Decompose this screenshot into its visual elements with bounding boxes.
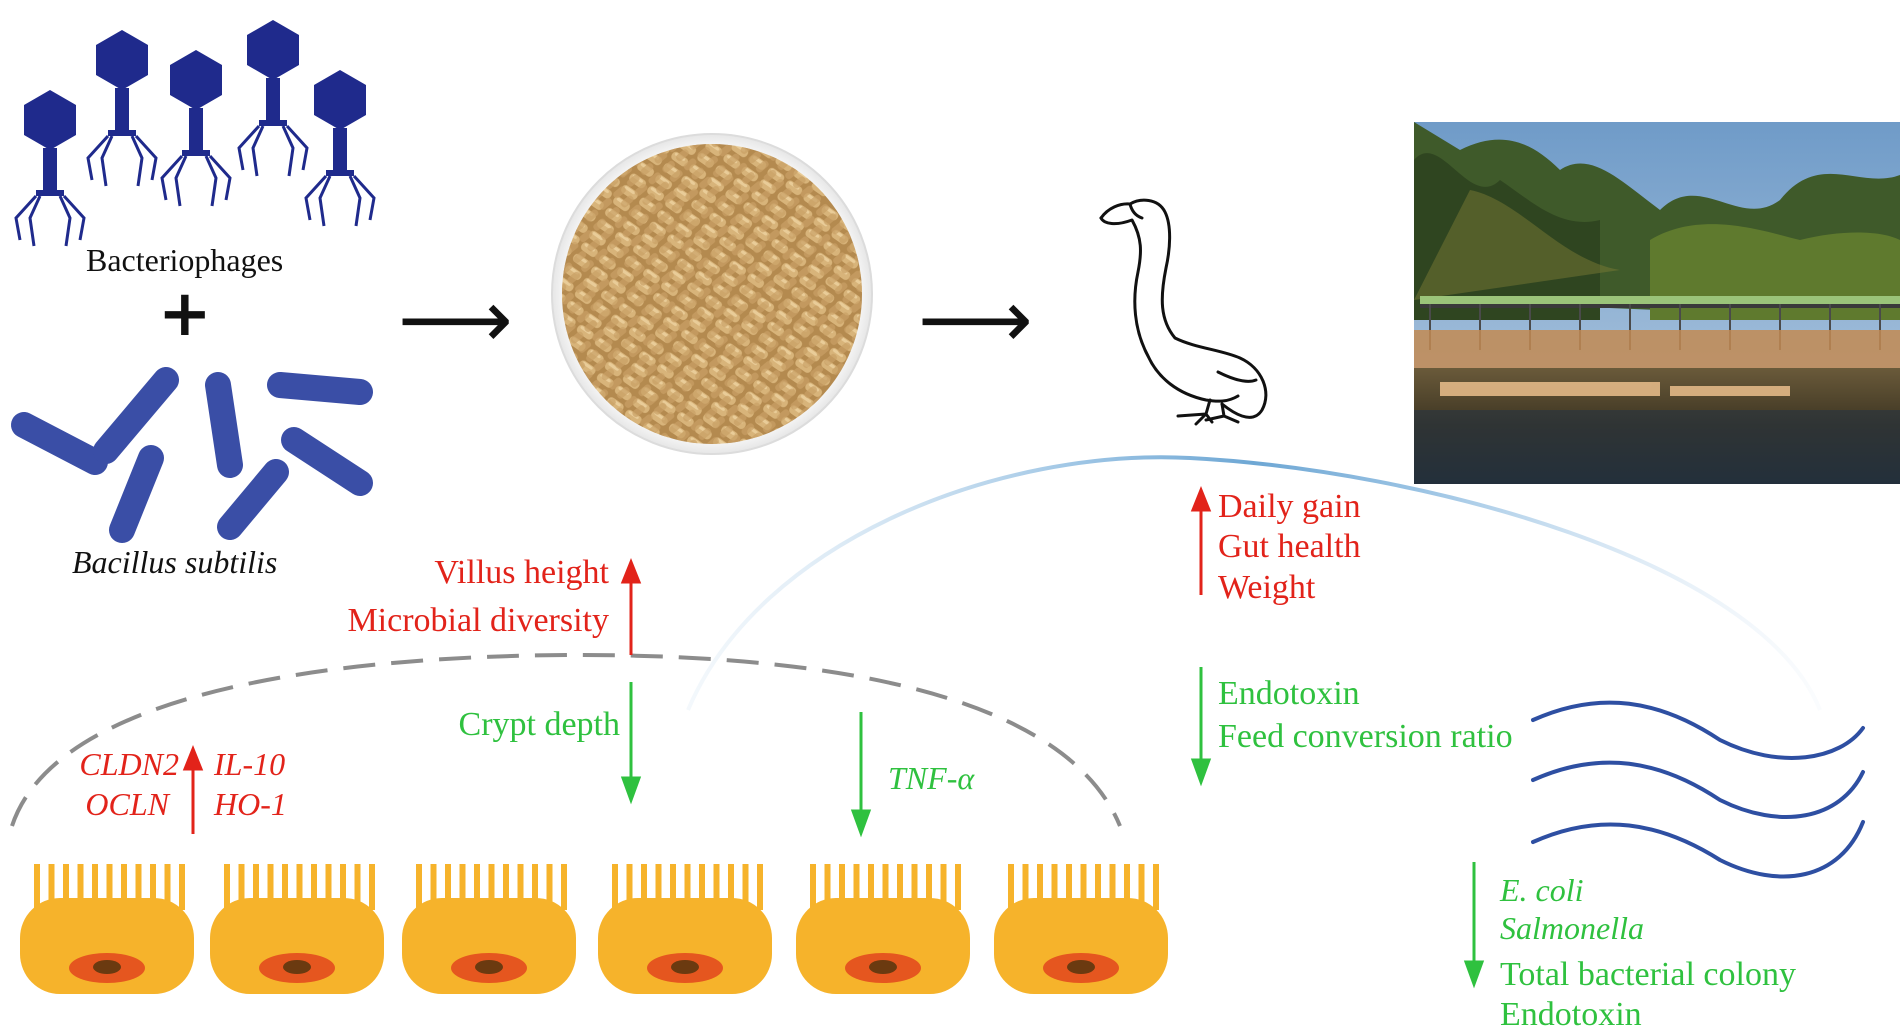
- gut-health-label: Gut health: [1218, 528, 1361, 565]
- ho-1-label: HO-1: [214, 786, 287, 822]
- phage-icon: [160, 50, 232, 207]
- bacillus-rod: [109, 445, 164, 543]
- intestinal-cell-icon: [20, 864, 194, 994]
- total-bacterial-colony-label: Total bacterial colony: [1500, 956, 1796, 993]
- salmonella-label: Salmonella: [1500, 910, 1644, 946]
- increase-arrowhead: [620, 557, 642, 584]
- bacillus-rod: [93, 367, 179, 464]
- phage-icon: [86, 30, 158, 187]
- tnf-alpha-label: TNF-α: [888, 760, 975, 796]
- phage-icon: [237, 20, 309, 177]
- environment-endotoxin-label: Endotoxin: [1500, 996, 1642, 1033]
- bacillus-rod: [205, 372, 243, 478]
- intestinal-cells: [20, 864, 1168, 994]
- goose-outline-icon: [1099, 198, 1268, 426]
- process-arrow-2: ⟶: [918, 273, 1033, 366]
- dashed-arc: [10, 652, 1122, 827]
- water-waves-icon: [1531, 700, 1865, 879]
- arrow-group: [182, 485, 1485, 989]
- blue-arc: [686, 455, 1822, 711]
- increase-arrowhead: [1190, 485, 1212, 512]
- crypt-depth-label: Crypt depth: [458, 706, 620, 743]
- e-coli-label: E. coli: [1500, 872, 1584, 908]
- bacillus-rod: [11, 412, 108, 475]
- decrease-arrowhead: [1463, 960, 1485, 989]
- bacillus-subtilis-label: Bacillus subtilis: [72, 544, 278, 580]
- decrease-arrowhead: [620, 776, 642, 805]
- decrease-arrowhead: [1190, 758, 1212, 787]
- intestinal-cell-icon: [796, 864, 970, 994]
- villus-height-label: Villus height: [434, 554, 609, 591]
- bacteriophages-label: Bacteriophages: [86, 242, 284, 278]
- bacillus-rod: [267, 372, 373, 405]
- intestinal-cell-icon: [598, 864, 772, 994]
- daily-gain-label: Daily gain: [1218, 488, 1361, 525]
- farm-pond-photo: [1414, 122, 1900, 484]
- feed-conversion-ratio-label: Feed conversion ratio: [1218, 718, 1513, 755]
- phage-icon: [14, 90, 86, 247]
- feed-pellets-image: [551, 133, 873, 455]
- decrease-arrowhead: [850, 809, 872, 838]
- intestinal-cell-icon: [402, 864, 576, 994]
- phage-icon: [304, 70, 376, 227]
- process-arrow-1: ⟶: [398, 273, 513, 366]
- il-10-label: IL-10: [214, 746, 286, 782]
- weight-label: Weight: [1218, 569, 1316, 606]
- bacillus-subtilis-group: [11, 367, 373, 543]
- bacillus-rod: [217, 459, 289, 540]
- bacteriophage-group: [14, 20, 376, 247]
- endotoxin-label: Endotoxin: [1218, 675, 1360, 712]
- bacillus-rod: [281, 427, 373, 496]
- plus-sign: +: [158, 277, 212, 351]
- intestinal-cell-icon: [210, 864, 384, 994]
- ocln-label: OCLN: [85, 786, 169, 822]
- increase-arrowhead: [182, 744, 204, 771]
- microbial-diversity-label: Microbial diversity: [347, 602, 609, 639]
- cldn2-label: CLDN2: [79, 746, 179, 782]
- intestinal-cell-icon: [994, 864, 1168, 994]
